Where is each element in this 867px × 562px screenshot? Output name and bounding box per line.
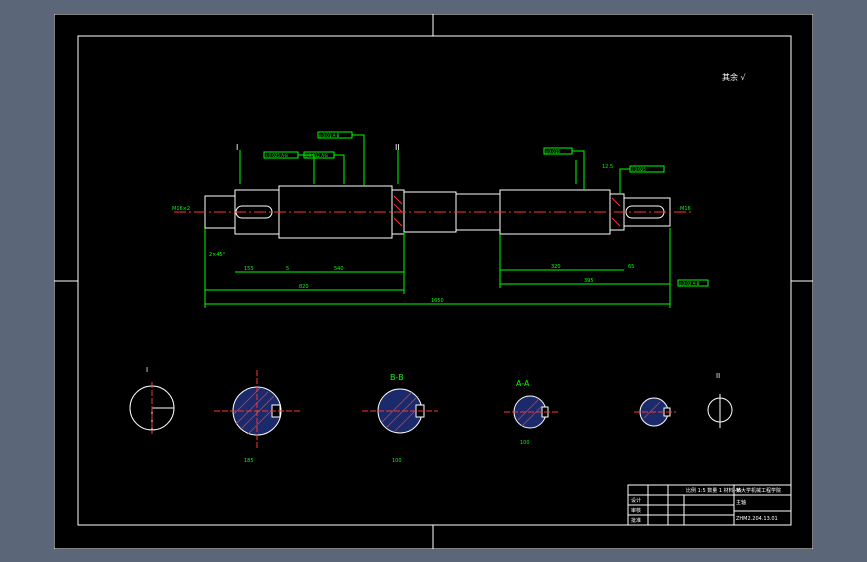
school-name: 某大学机械工程学院 [736, 487, 781, 494]
leader-4: ◎0.015 [545, 149, 560, 154]
dim-left-c: 540 [334, 266, 344, 272]
leader-lines [298, 134, 630, 194]
title-block [627, 484, 792, 526]
dim-right-small: 12.5 [602, 164, 613, 170]
sec2-dim: 100 [392, 458, 402, 464]
leader-3: ◎0.01 A-B [319, 133, 340, 138]
scale-text: 比例 1:5 数量 1 材料 45 [686, 487, 742, 494]
row-review: 审核 [631, 507, 641, 514]
section-views: I 185 B-B 100 A-A 100 [129, 366, 733, 464]
sec3-dim: 100 [520, 440, 530, 446]
drawing-canvas: 其余 √ I II ⊥0.025 A-B ◎0.012 A-B ◎0.01 [54, 14, 813, 549]
sec1-dim: 185 [244, 458, 254, 464]
detail-label-2: II [716, 372, 720, 380]
dim-bore-right: M16 [680, 206, 691, 212]
dim-right-b: 65 [628, 264, 634, 270]
dimension-lines [204, 228, 671, 308]
keyways [235, 205, 665, 219]
cut-label-1: I [236, 143, 238, 152]
dim-right-group: 395 [584, 278, 594, 284]
detail-label-1: I [146, 366, 148, 374]
drawing-viewport[interactable]: 其余 √ I II ⊥0.025 A-B ◎0.012 A-B ◎0.01 [54, 14, 813, 549]
section-cut-markers [239, 150, 577, 184]
dim-left-b: 5 [286, 266, 289, 272]
aa-label: A-A [516, 379, 530, 388]
dim-right-a: 320 [551, 264, 561, 270]
part-name: 主轴 [736, 499, 746, 506]
row-approve: 批准 [631, 517, 641, 524]
leader-5: ⊥0.025 [631, 167, 646, 172]
leader-2: ◎0.012 A-B [305, 153, 328, 158]
roughness-note: 其余 √ [722, 72, 747, 82]
leader-7: ◎0.02 A-B [679, 281, 700, 286]
bb-label: B-B [390, 373, 404, 382]
drawing-number: ZHM2.204.13.01 [736, 516, 778, 522]
hatched-grooves [393, 195, 621, 227]
dim-chamfer: 2×45° [209, 252, 226, 258]
cut-label-2: II [395, 143, 400, 152]
dim-overall: 1650 [431, 298, 444, 304]
leader-1: ⊥0.025 A-B [265, 153, 288, 158]
dim-left-a: 155 [244, 266, 254, 272]
dim-left-group: 820 [299, 284, 309, 290]
dim-bore-left: M16×2 [172, 206, 190, 212]
row-design: 设计 [631, 497, 641, 504]
